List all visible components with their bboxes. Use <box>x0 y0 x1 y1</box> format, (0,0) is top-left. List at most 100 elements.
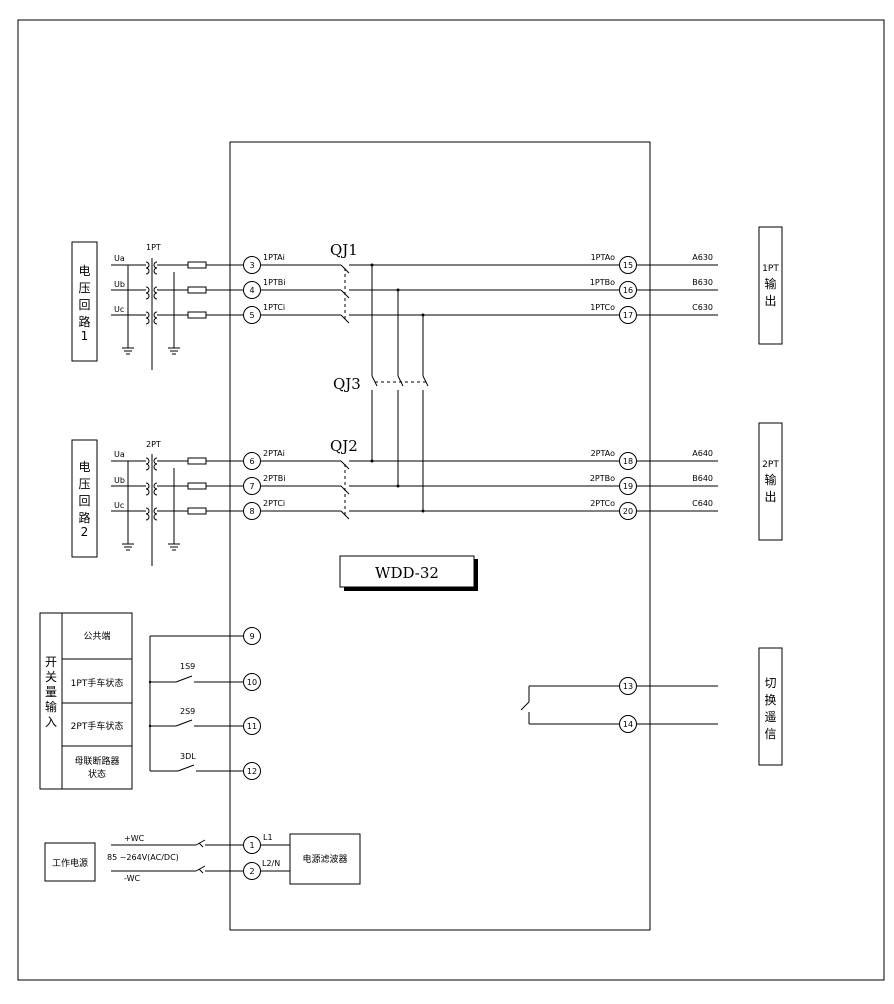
terminal-num: 18 <box>623 457 633 466</box>
terminal-name: 2PTCo <box>590 499 615 508</box>
contact-label: 3DL <box>180 752 196 761</box>
terminal <box>619 477 637 495</box>
power-plus: +WC <box>124 834 145 843</box>
terminal <box>619 256 637 274</box>
terminal-num: 2 <box>249 867 254 876</box>
terminal <box>243 673 261 691</box>
loop-1-char: 1 <box>81 329 89 343</box>
binary-title-char: 输 <box>45 699 57 714</box>
terminal-num: 1 <box>249 841 254 850</box>
wire-label: B630 <box>692 278 713 287</box>
power-minus: -WC <box>124 874 140 883</box>
binary-row-label: 1PT手车状态 <box>71 677 124 689</box>
contact-label: 2S9 <box>180 707 195 716</box>
terminal <box>243 836 261 854</box>
fuse-icon <box>187 286 207 294</box>
terminal-num: 15 <box>623 261 633 270</box>
terminal-num: 14 <box>623 720 633 729</box>
binary-title-char: 量 <box>45 685 57 699</box>
phase-label: Uc <box>114 305 124 314</box>
power-label: 工作电源 <box>52 857 88 869</box>
terminal-num: 10 <box>247 678 257 687</box>
model-label-box: WDD-32 <box>339 555 478 591</box>
binary-row-label: 公共端 <box>83 630 110 642</box>
phase-label: Uc <box>114 501 124 510</box>
outer-frame <box>17 19 885 981</box>
loop-1-char: 路 <box>78 314 90 329</box>
fuse-icon <box>187 482 207 490</box>
terminal <box>619 281 637 299</box>
output-box-char: 出 <box>764 294 776 308</box>
terminal <box>243 452 261 470</box>
power-filter-box <box>289 833 361 885</box>
output-box-char: 1PT <box>762 264 779 274</box>
fuse-icon <box>187 261 207 269</box>
binary-title-char: 入 <box>45 715 57 729</box>
terminal-name: 2PTAi <box>263 449 285 458</box>
wire-label: A630 <box>692 253 713 262</box>
terminal-num: 5 <box>249 311 254 320</box>
loop-2-char: 2 <box>81 525 89 539</box>
terminal-name: 1PTBi <box>263 278 286 287</box>
terminal-name: 2PTBo <box>590 474 615 483</box>
binary-input-wiring: 1S9 2S9 3DL 9 10 11 12 <box>148 627 261 780</box>
terminal <box>619 715 637 733</box>
qj3-label: QJ3 <box>333 375 361 393</box>
terminal <box>243 862 261 880</box>
power-range: 85 ~264V(AC/DC) <box>107 853 179 862</box>
phase-label: Ua <box>114 450 125 459</box>
output-box-char: 2PT <box>762 460 779 470</box>
binary-row-label: 状态 <box>88 768 106 780</box>
terminal <box>243 306 261 324</box>
remote-char: 遥 <box>764 710 776 724</box>
model-label: WDD-32 <box>375 564 439 582</box>
wire-label: C630 <box>692 303 713 312</box>
remote-char: 换 <box>764 693 776 707</box>
fuse-icon <box>187 507 207 515</box>
binary-input-table: 开 关 量 输 入 公共端 1PT手车状态 2PT手车状态 母联断路器 状态 <box>39 612 133 790</box>
device-body <box>229 141 651 931</box>
pt-1-label: 1PT <box>146 243 161 252</box>
remote-char: 切 <box>764 676 776 690</box>
qj1-label: QJ1 <box>330 241 358 259</box>
terminal <box>619 306 637 324</box>
loop-2-char: 路 <box>78 510 90 525</box>
terminal-name: 1PTCi <box>263 303 285 312</box>
output-box-2pt: 2PT 输 出 <box>758 422 783 541</box>
terminal-num: 20 <box>623 507 633 516</box>
output-terminals: 15 1PTAo A630 16 1PTBo B630 17 1PTCo C63… <box>590 253 718 520</box>
terminal-name: 1PTAi <box>263 253 285 262</box>
wire-label: C640 <box>692 499 713 508</box>
terminal-num: 6 <box>249 457 254 466</box>
output-box-1pt: 1PT 输 出 <box>758 226 783 345</box>
power-label-box <box>44 842 96 882</box>
terminal-num: 3 <box>249 261 254 270</box>
output-box-char: 出 <box>764 490 776 504</box>
remote-signal: 13 14 切 换 遥 信 <box>520 647 783 766</box>
phase-label: Ub <box>114 280 125 289</box>
terminal-num: 16 <box>623 286 633 295</box>
power-filter-label: 电源滤波器 <box>302 853 347 865</box>
terminal <box>243 502 261 520</box>
terminal <box>243 717 261 735</box>
terminal-num: 12 <box>247 767 257 776</box>
loop-2-char: 回 <box>78 494 90 508</box>
phase-label: Ua <box>114 254 125 263</box>
terminal-num: 13 <box>623 682 633 691</box>
loop-1-char: 电 <box>78 264 90 278</box>
remote-char: 信 <box>764 727 776 741</box>
terminal-num: 11 <box>247 722 257 731</box>
terminal-num: 7 <box>249 482 254 491</box>
binary-title-char: 开 <box>45 655 57 669</box>
wire-label: A640 <box>692 449 713 458</box>
terminal <box>243 256 261 274</box>
wire-label: B640 <box>692 474 713 483</box>
voltage-loop-2: 电 压 回 路 2 2PT Ua Ub Uc <box>71 439 188 566</box>
terminal <box>243 762 261 780</box>
loop-2-char: 电 <box>78 460 90 474</box>
contact-label: 1S9 <box>180 662 195 671</box>
terminal <box>243 477 261 495</box>
output-box-char: 输 <box>764 276 776 291</box>
